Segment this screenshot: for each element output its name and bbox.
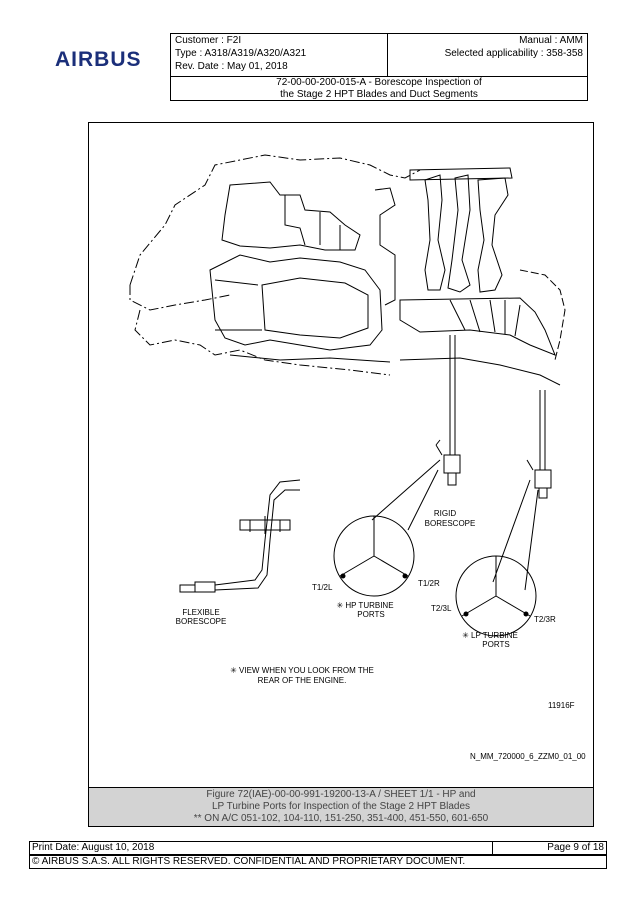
hp-probe-head [443,454,461,474]
hp-probe-tip [447,472,457,486]
type-field: Type : A318/A319/A320/A321 [175,48,307,59]
casing-outline [134,309,391,376]
hp-ports-label: ✳ HP TURBINE [336,601,393,610]
exhaust-outline [519,269,566,361]
rigid-borescope-probe-lp [539,390,546,470]
footer-divider [492,842,493,854]
structure-detail [374,187,396,306]
flexible-borescope-label: BORESCOPE [176,617,227,626]
print-footer: Print Date: August 10, 2018 Page 9 of 18 [29,841,607,855]
copyright: © AIRBUS S.A.S. ALL RIGHTS RESERVED. CON… [32,856,466,867]
applicability-field: Selected applicability : 358-358 [444,48,583,59]
print-date: Print Date: August 10, 2018 [32,842,155,853]
caption-line: LP Turbine Ports for Inspection of the S… [211,801,471,812]
figure-code: 11916F [548,701,575,710]
port-marker-t23r [523,611,529,617]
task-title: 72-00-00-200-015-A - Borescope Inspectio… [171,76,587,101]
leader-line [371,459,441,531]
port-marker-t23l [463,611,469,617]
caption-line: ** ON A/C 051-102, 104-110, 151-250, 351… [193,813,489,824]
flexible-borescope-label: FLEXIBLE [182,608,219,617]
rev-date-field: Rev. Date : May 01, 2018 [175,61,288,72]
lp-ports-label: PORTS [482,640,509,649]
combustor-liner [261,277,369,339]
manual-field: Manual : AMM [519,35,583,46]
flexible-borescope-eyepiece [194,581,216,593]
flexible-borescope-cable [214,489,300,591]
lp-probe-handle [526,459,534,471]
hp-ports-radials [339,516,409,577]
turbine-flowpath [399,297,556,356]
hp-probe-handle [435,439,443,456]
leader-line [492,479,539,591]
port-label-t12l: T1/2L [312,583,333,592]
inner-shaft [399,357,561,386]
document-header: Customer : F2I Type : A318/A319/A320/A32… [170,33,588,101]
caption-line: Figure 72(IAE)-00-00-991-19200-13-A / SH… [206,789,476,800]
combustor-detail [214,279,262,331]
hp-ports-label: PORTS [357,610,384,619]
lp-probe-tip [538,487,548,499]
combustor [209,254,383,351]
header-divider [387,34,388,76]
view-note: ✳ VIEW WHEN YOU LOOK FROM THE [230,666,374,675]
casing-outline [129,154,421,286]
flexible-borescope-lens [179,584,196,593]
port-label-t23r: T2/3R [534,615,556,624]
casing-outline [129,285,231,311]
inner-shaft [229,354,391,363]
header-divider [171,76,587,77]
hp-turbine-disk [447,174,471,293]
turbine-case-top [409,167,513,181]
airbus-logo: AIRBUS [55,48,142,71]
port-label-t23l: T2/3L [431,604,452,613]
flexible-borescope-guide [239,516,291,534]
task-title-line: the Stage 2 HPT Blades and Duct Segments [280,89,478,100]
hp-turbine-disk [424,174,446,291]
flexible-borescope-cable [214,479,301,586]
turbine-blade [449,299,521,337]
structure-detail [284,195,341,250]
task-title-line: 72-00-00-200-015-A - Borescope Inspectio… [276,77,482,88]
lp-ports-label: ✳ LP TURBINE [462,631,518,640]
rigid-borescope-label: RIGID [434,509,456,518]
port-label-t12r: T1/2R [418,579,440,588]
outer-case-structure [221,181,361,251]
copyright-footer: © AIRBUS S.A.S. ALL RIGHTS RESERVED. CON… [29,855,607,869]
lp-ports-radials [461,556,531,617]
lp-turbine-disk [477,177,509,293]
rigid-borescope-label: BORESCOPE [425,519,476,528]
rigid-borescope-probe-hp [449,335,456,455]
port-marker-t12l [340,573,346,579]
figure-reference: N_MM_720000_6_ZZM0_01_00 [470,752,586,761]
page-number: Page 9 of 18 [547,842,604,853]
figure-caption: Figure 72(IAE)-00-00-991-19200-13-A / SH… [88,787,594,827]
customer-field: Customer : F2I [175,35,242,46]
view-note: REAR OF THE ENGINE. [258,676,347,685]
lp-probe-head [534,469,552,489]
port-marker-t12r [402,573,408,579]
